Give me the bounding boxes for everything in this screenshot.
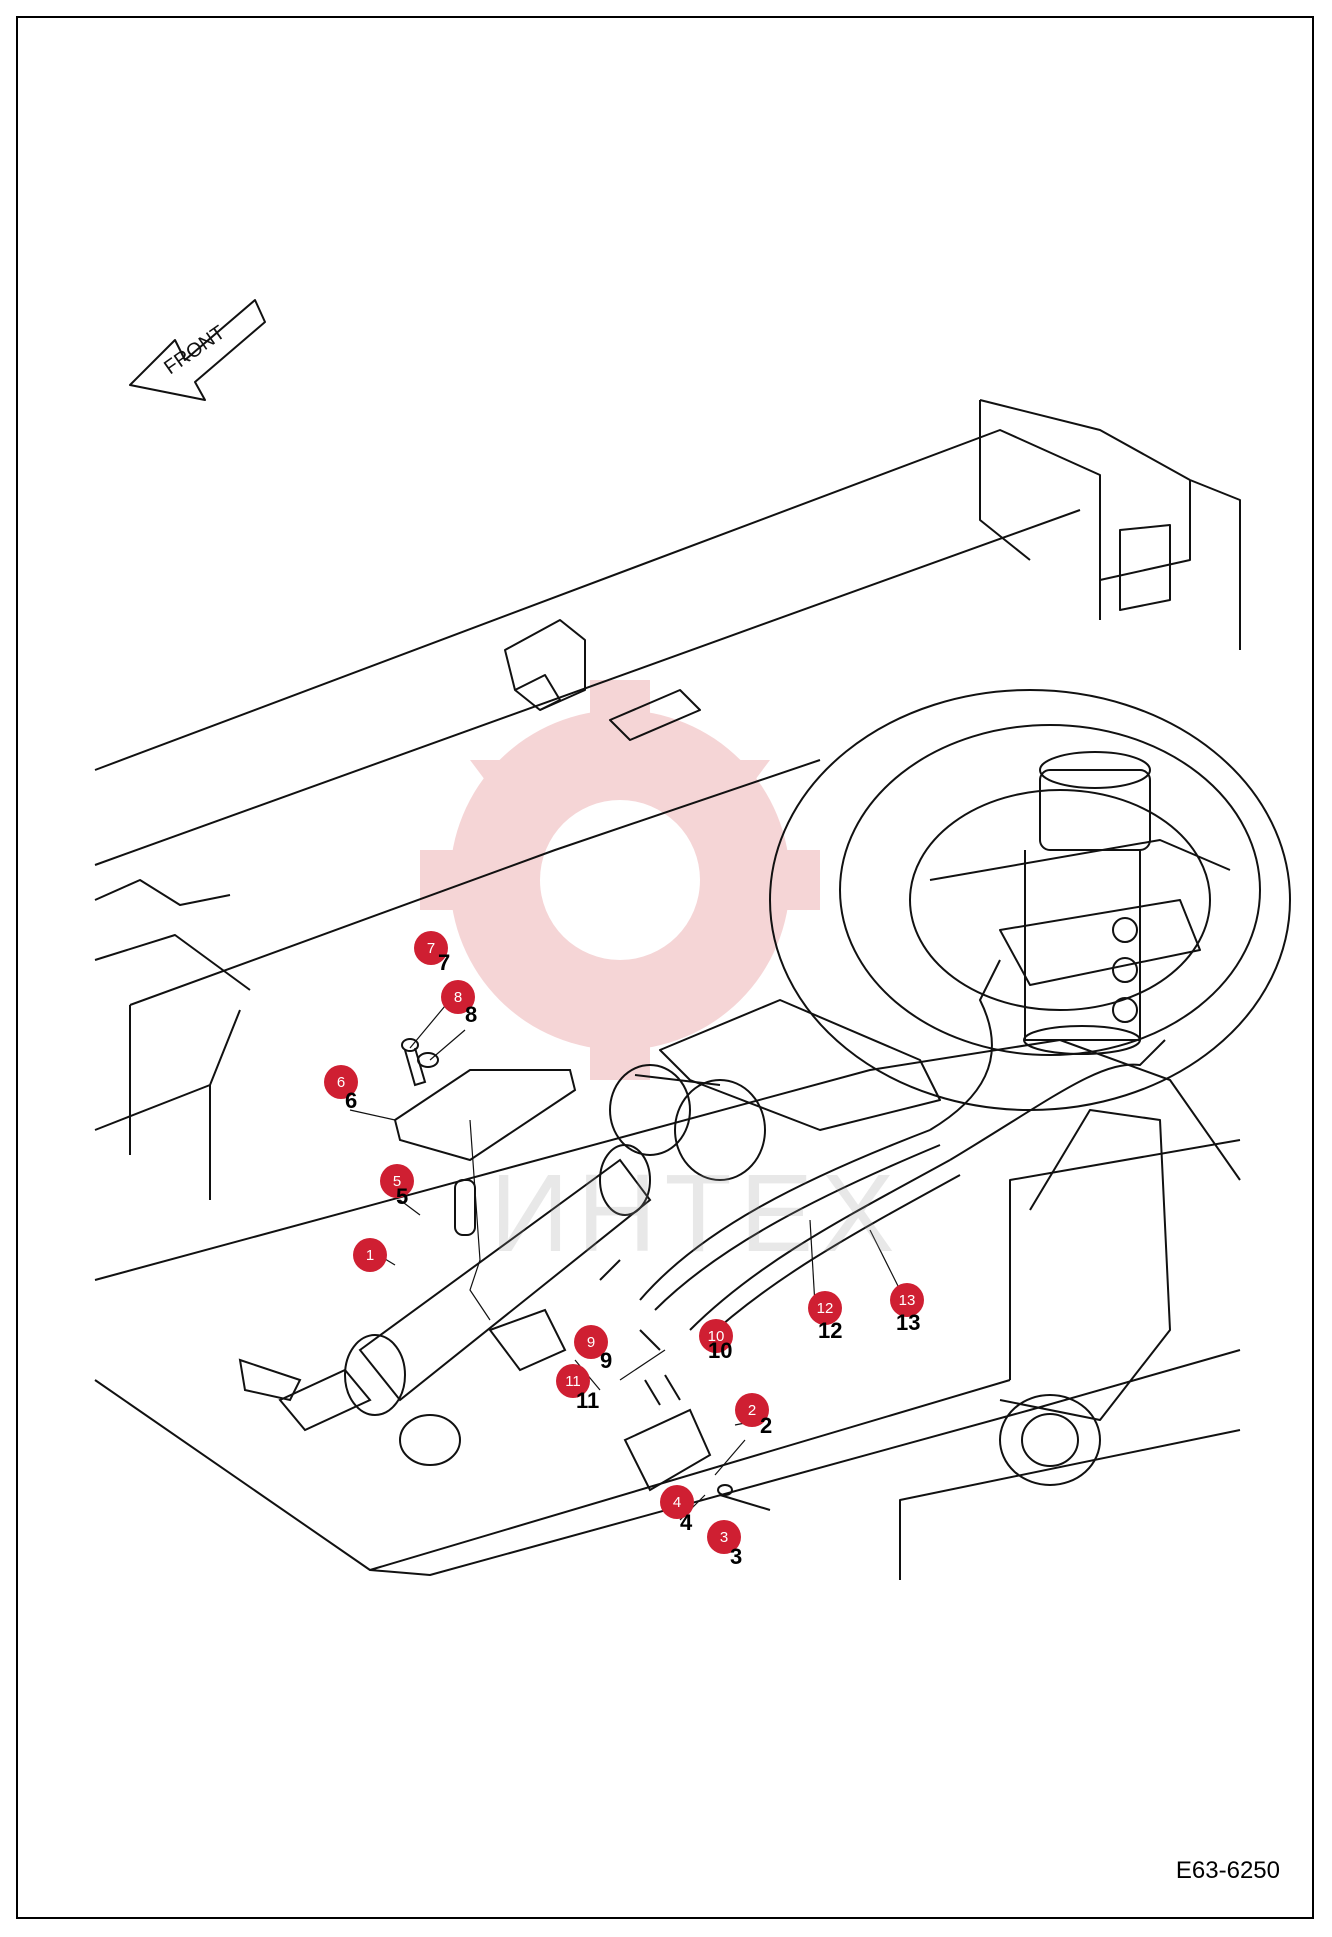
callout-1[interactable]: 1 — [353, 1238, 387, 1272]
part-number-4: 4 — [680, 1510, 693, 1535]
callout-12[interactable]: 12 — [808, 1291, 842, 1325]
callout-6[interactable]: 6 — [324, 1065, 358, 1099]
callout-13[interactable]: 13 — [890, 1283, 924, 1317]
callout-11[interactable]: 11 — [556, 1364, 590, 1398]
callout-2[interactable]: 2 — [735, 1393, 769, 1427]
part-number-12: 12 — [818, 1318, 843, 1343]
part-number-5: 5 — [396, 1184, 409, 1209]
part-number-6: 6 — [345, 1088, 358, 1113]
part-number-7: 7 — [438, 950, 451, 975]
front-direction-arrow: FRONT — [129, 299, 266, 401]
part-number-2: 2 — [760, 1413, 773, 1438]
part-number-9: 9 — [600, 1348, 613, 1373]
callout-8[interactable]: 8 — [441, 980, 475, 1014]
part-number-8: 8 — [465, 1002, 478, 1027]
diagram-code: E63-6250 — [1175, 1857, 1280, 1884]
part-number-10: 10 — [708, 1338, 733, 1363]
callout-4[interactable]: 4 — [660, 1485, 694, 1519]
part-number-13: 13 — [896, 1310, 921, 1335]
drawing-frame — [16, 16, 1314, 1919]
callout-10[interactable]: 10 — [699, 1319, 733, 1353]
part-number-11: 11 — [576, 1388, 600, 1413]
callout-7[interactable]: 7 — [414, 931, 448, 965]
watermark-text: ИНТЕХ — [490, 1152, 903, 1275]
part-number-3: 3 — [730, 1544, 743, 1569]
cylinder-part — [238, 1144, 652, 1466]
callout-9[interactable]: 9 — [574, 1325, 608, 1359]
callout-5[interactable]: 5 — [380, 1164, 414, 1198]
callout-3[interactable]: 3 — [707, 1520, 741, 1554]
small-parts — [393, 1038, 771, 1511]
hose-lines — [599, 959, 1166, 1351]
watermark-logo — [420, 680, 820, 1080]
leader-lines — [349, 999, 906, 1521]
